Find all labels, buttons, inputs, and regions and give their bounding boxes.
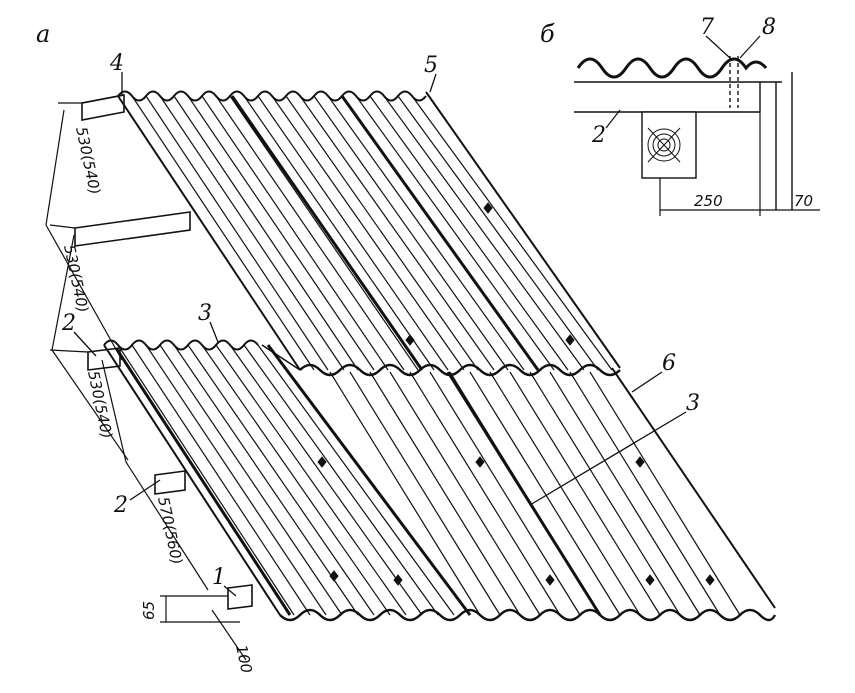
fastener [317,456,327,468]
callout-2-detail: 2 [591,123,606,148]
dim-label-3: 530(540) [84,369,116,440]
callout-7: 7 [700,15,714,40]
callout-4: 4 [109,51,124,76]
detail-section [574,35,820,216]
roof-sheets [45,72,777,661]
detail-bolt [729,56,739,108]
fastener [329,570,339,582]
callout-3-upper: 3 [198,301,212,326]
callout-2-lower: 2 [113,493,128,518]
purlins [74,94,253,610]
callout-1: 1 [212,565,226,590]
upper-sheet-course [117,90,621,377]
upper-sheet-seams [230,95,540,371]
detail-sheet-profile [576,57,768,79]
dimension-lines [45,102,247,661]
fastener [645,574,655,586]
lower-sheet-seams [114,344,602,616]
dim-label-70: 70 [794,192,813,210]
dim-label-250: 250 [694,192,723,210]
lower-sheet-course [103,339,777,622]
fastener [635,456,645,468]
callout-3-lower: 3 [686,391,700,416]
panel-label-a: а [36,20,50,48]
detail-purlin [574,72,793,210]
lower-sheet-ribs [117,344,741,616]
dim-label-2: 530(540) [60,243,92,314]
leader-lines [73,72,687,597]
fastener [475,456,485,468]
dim-label-4: 570(560) [154,495,186,566]
callout-8: 8 [762,15,776,40]
dim-label-6: 100 [232,643,256,675]
dim-label-5: 65 [140,601,158,620]
callout-5: 5 [424,53,438,78]
fasteners [317,202,715,586]
fastener [565,334,575,346]
detail-dimensions [659,112,820,216]
fastener [405,334,415,346]
callout-6: 6 [662,351,676,376]
fastener [393,574,403,586]
fastener [705,574,715,586]
callout-2-upper: 2 [61,311,76,336]
dim-label-1: 530(540) [72,125,104,196]
panel-label-b: б [540,20,555,48]
fastener [483,202,493,214]
detail-beam-grain [647,127,681,163]
sheet-overlap-line [261,344,301,371]
fastener [545,574,555,586]
